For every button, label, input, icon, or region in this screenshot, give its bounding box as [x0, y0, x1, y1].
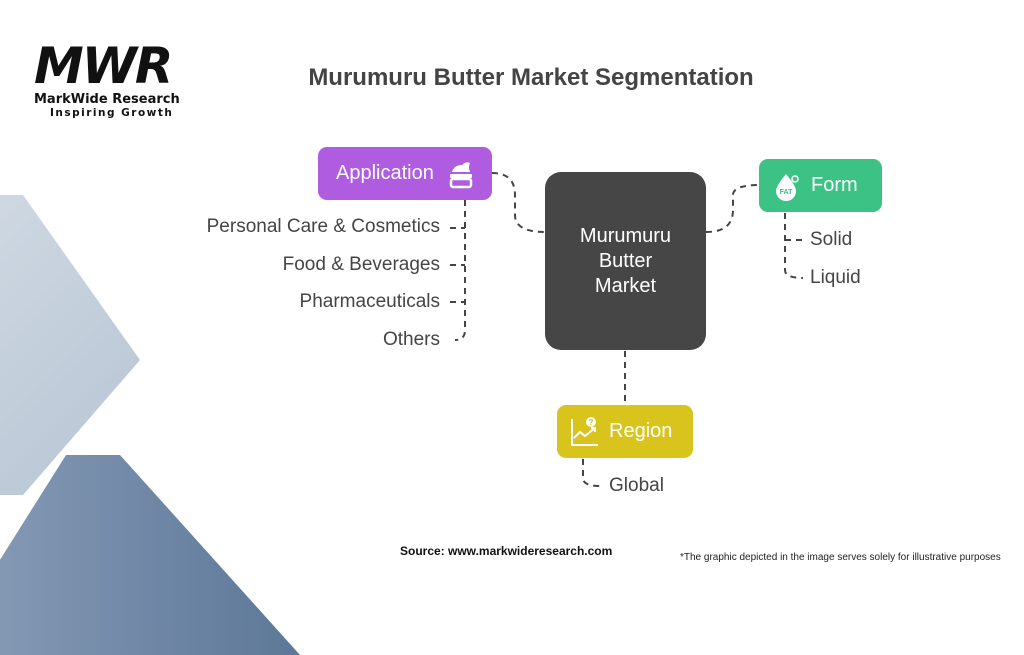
page-title: Murumuru Butter Market Segmentation — [308, 64, 754, 91]
cream-jar-icon — [449, 161, 473, 188]
market-center-node: Murumuru Butter Market — [545, 172, 706, 350]
application-item: Food & Beverages — [282, 254, 440, 275]
svg-text:?: ? — [589, 418, 594, 427]
chart-question-icon: ? — [571, 416, 598, 446]
form-item: Solid — [810, 229, 853, 250]
logo-mark: MWR — [34, 37, 173, 95]
application-item: Personal Care & Cosmetics — [206, 216, 440, 237]
region-item: Global — [609, 475, 664, 496]
svg-text:FAT: FAT — [780, 189, 793, 196]
application-item: Others — [382, 329, 440, 350]
center-line: Butter — [598, 249, 653, 272]
form-segment: FAT Form — [759, 159, 882, 212]
connector-lines — [450, 172, 804, 487]
application-label: Application — [336, 162, 434, 184]
form-item: Liquid — [810, 267, 861, 288]
source-text: Source: www.markwideresearch.com — [400, 544, 613, 558]
form-label: Form — [811, 174, 858, 196]
application-item: Pharmaceuticals — [299, 291, 440, 312]
disclaimer-text: *The graphic depicted in the image serve… — [680, 552, 1001, 563]
center-line: Market — [594, 274, 657, 297]
application-segment: Application — [318, 147, 492, 200]
logo-name: MarkWide Research — [34, 92, 180, 107]
center-line: Murumuru — [579, 224, 672, 247]
fat-drop-icon: FAT — [776, 173, 799, 201]
logo-tagline: Inspiring Growth — [50, 107, 174, 119]
region-label: Region — [609, 420, 673, 442]
logo: MWR MarkWide Research Inspiring Growth — [34, 40, 194, 119]
region-segment: ? Region — [557, 405, 693, 458]
